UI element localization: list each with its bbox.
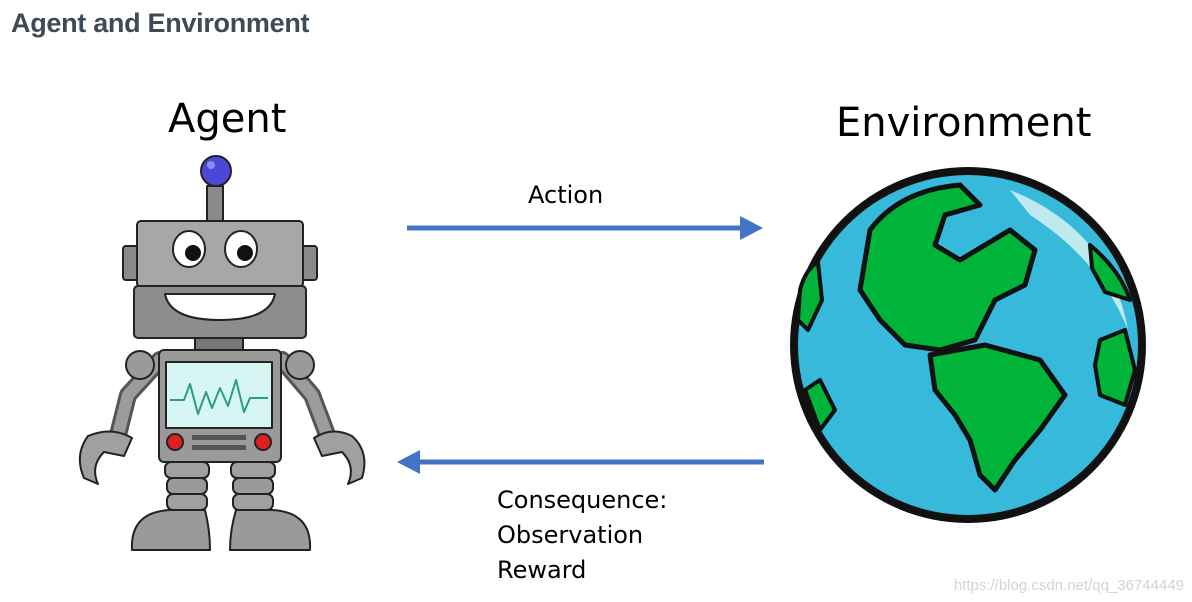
robot-icon [78, 155, 366, 551]
watermark: https://blog.csdn.net/qq_36744449 [953, 577, 1184, 594]
agent-label: Agent [168, 96, 287, 142]
earth-globe-icon [790, 167, 1146, 523]
consequence-item-reward: Reward [497, 556, 587, 584]
consequence-title: Consequence: [497, 486, 668, 514]
action-label: Action [528, 181, 604, 209]
environment-label: Environment [836, 100, 1092, 146]
left-arrow-icon [397, 450, 764, 474]
page-title: Agent and Environment [11, 8, 310, 38]
consequence-item-observation: Observation [497, 521, 644, 549]
right-arrow-icon [407, 216, 763, 240]
consequence-label: Consequence: Observation Reward [497, 483, 667, 588]
